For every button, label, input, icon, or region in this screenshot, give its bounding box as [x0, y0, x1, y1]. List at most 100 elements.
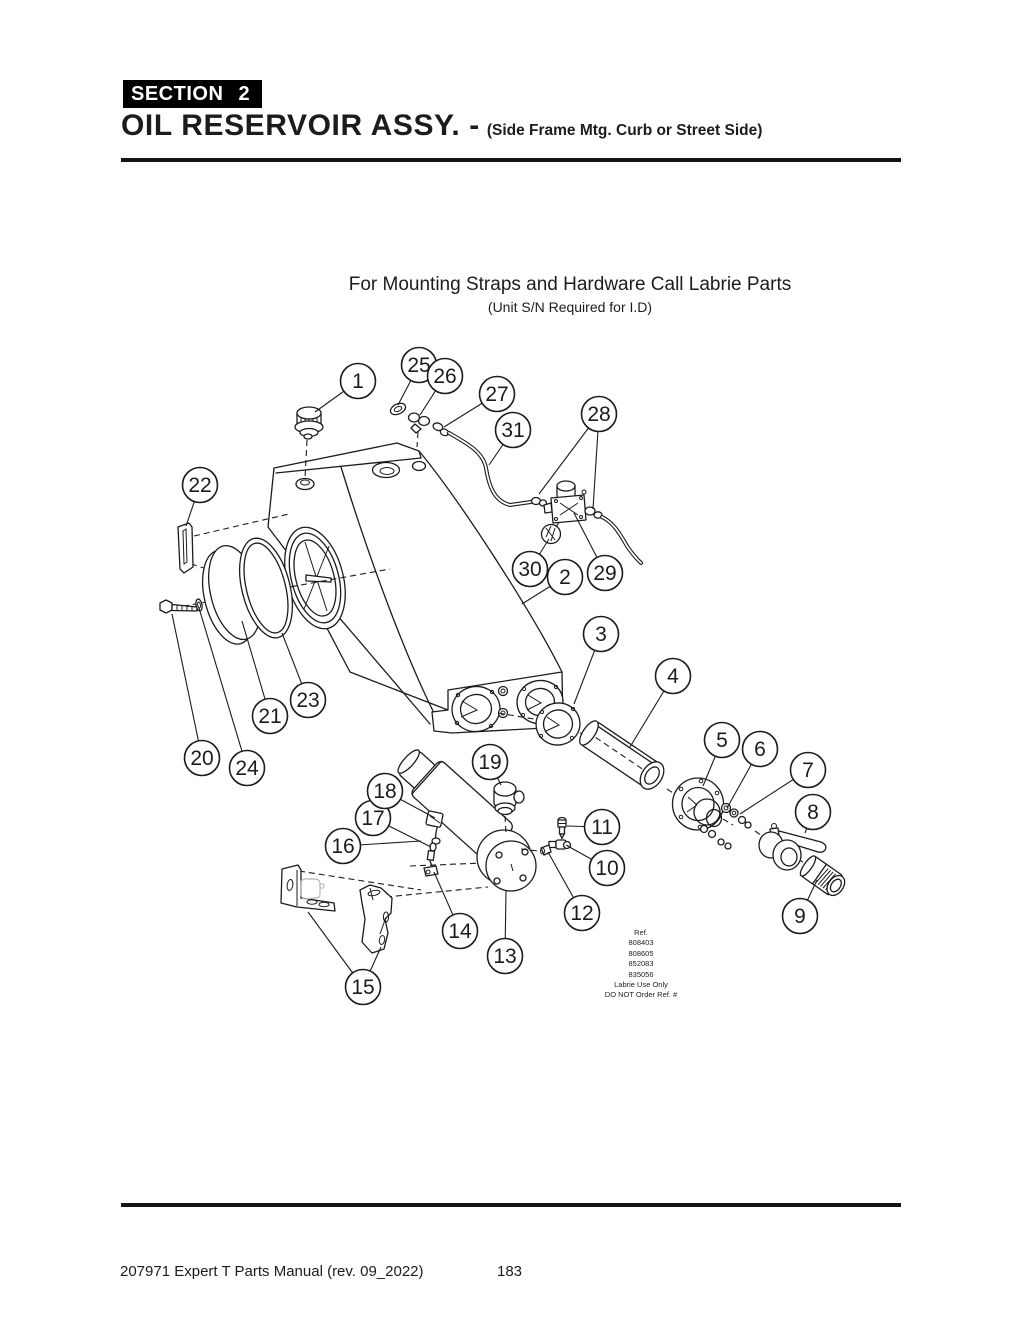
note-line-2: (Unit S/N Required for I.D) — [487, 299, 653, 315]
footer-page-number: 183 — [497, 1263, 523, 1280]
svg-text:22: 22 — [188, 474, 211, 497]
svg-text:31: 31 — [501, 419, 524, 442]
callout-22: 22 — [181, 466, 219, 527]
callout-10: 10 — [565, 844, 626, 887]
bolt-20 — [159, 599, 173, 614]
suction-line-parts — [497, 702, 846, 897]
filler-cap-part — [294, 406, 324, 479]
callout-14: 14 — [433, 871, 479, 950]
svg-text:5: 5 — [716, 729, 728, 752]
callout-20: 20 — [171, 613, 221, 777]
svg-text:18: 18 — [373, 780, 396, 803]
callout-7: 7 — [739, 751, 827, 815]
callout-29: 29 — [573, 512, 624, 592]
ref-number: 852083 — [628, 959, 654, 969]
elbow-fitting-19 — [493, 781, 525, 834]
header-rule — [121, 158, 901, 162]
callout-18: 18 — [366, 772, 436, 819]
svg-text:13: 13 — [493, 945, 516, 968]
svg-text:25: 25 — [407, 354, 430, 377]
svg-text:1: 1 — [352, 370, 364, 393]
callout-12: 12 — [547, 851, 601, 932]
svg-text:7: 7 — [802, 759, 814, 782]
svg-text:20: 20 — [190, 747, 213, 770]
svg-text:3: 3 — [595, 623, 607, 646]
callout-6: 6 — [726, 730, 779, 809]
suction-strainer-4 — [579, 720, 665, 790]
gasket-ring-23 — [238, 537, 294, 639]
callout-27: 27 — [443, 375, 516, 428]
svg-text:26: 26 — [433, 365, 456, 388]
callout-24: 24 — [198, 607, 266, 787]
ghost-part-outline — [300, 878, 325, 900]
callout-23: 23 — [281, 632, 327, 719]
hose-connector-9 — [799, 855, 846, 897]
callout-3: 3 — [573, 615, 620, 705]
section-badge: SECTION 2 — [123, 80, 263, 108]
svg-text:23: 23 — [296, 689, 319, 712]
footer-rule — [121, 1203, 901, 1207]
svg-text:15: 15 — [351, 976, 374, 999]
callout-9: 9 — [781, 879, 819, 935]
callout-1: 1 — [314, 362, 377, 413]
callout-19: 19 — [471, 743, 509, 786]
callout-21: 21 — [241, 620, 289, 735]
return-hose — [447, 431, 548, 508]
svg-text:11: 11 — [591, 816, 613, 839]
bracket-22 — [177, 522, 194, 574]
svg-text:4: 4 — [667, 665, 679, 688]
ball-valve-8 — [758, 823, 827, 871]
svg-text:19: 19 — [478, 751, 501, 774]
callout-2: 2 — [521, 558, 584, 605]
mounting-brackets-15 — [280, 864, 393, 954]
ref-label: Ref. — [634, 928, 648, 937]
filter-head-13 — [476, 829, 537, 892]
callout-30: 30 — [511, 538, 550, 588]
svg-text:17: 17 — [361, 807, 384, 830]
svg-text:16: 16 — [331, 835, 354, 858]
breather-fittings — [389, 402, 450, 448]
svg-text:8: 8 — [807, 801, 819, 824]
ref-note-1: Labrie Use Only — [614, 980, 668, 990]
callout-5: 5 — [702, 721, 741, 787]
footer-manual-title: 207971 Expert T Parts Manual (rev. 09_20… — [120, 1263, 424, 1280]
svg-text:2: 2 — [559, 566, 571, 589]
note-line-1: For Mounting Straps and Hardware Call La… — [348, 274, 792, 295]
ref-note-2: DO NOT Order Ref. # — [604, 990, 678, 1000]
callout-15: 15 — [307, 911, 382, 1006]
callout-8: 8 — [794, 793, 832, 834]
title-main: OIL RESERVOIR ASSY. - — [121, 109, 480, 142]
svg-text:24: 24 — [235, 757, 259, 780]
callout-17: 17 — [354, 799, 432, 848]
callout-26: 26 — [419, 357, 464, 416]
callout-28: 28 — [538, 395, 618, 510]
mounting-note: For Mounting Straps and Hardware Call La… — [270, 274, 870, 315]
title-subtitle: (Side Frame Mtg. Curb or Street Side) — [486, 122, 763, 139]
svg-text:29: 29 — [593, 562, 616, 585]
svg-text:21: 21 — [258, 705, 281, 728]
suction-flange-5 — [671, 777, 725, 831]
shutoff-valve-assembly — [540, 480, 643, 565]
manhole-cover-parts — [159, 513, 391, 645]
callout-31: 31 — [488, 411, 532, 466]
svg-text:12: 12 — [570, 902, 593, 925]
filter-canister — [397, 749, 513, 859]
drain-fitting-chain-16-17-18 — [423, 810, 444, 877]
ref-number: 808605 — [628, 948, 654, 958]
callout-4: 4 — [629, 657, 692, 748]
callout-16: 16 — [324, 827, 422, 865]
svg-text:9: 9 — [794, 905, 806, 928]
ref-number: 808403 — [628, 938, 654, 948]
filter-assembly-parts — [280, 749, 572, 954]
ref-number: 835056 — [628, 969, 654, 979]
svg-text:14: 14 — [448, 920, 472, 943]
svg-text:28: 28 — [587, 403, 610, 426]
callout-13: 13 — [486, 889, 524, 975]
svg-text:6: 6 — [754, 738, 766, 761]
callout-11: 11 — [566, 808, 621, 846]
ref-number-block: Ref. 808403 808605 852083 835056 Labrie … — [591, 928, 691, 1001]
svg-text:27: 27 — [485, 383, 508, 406]
